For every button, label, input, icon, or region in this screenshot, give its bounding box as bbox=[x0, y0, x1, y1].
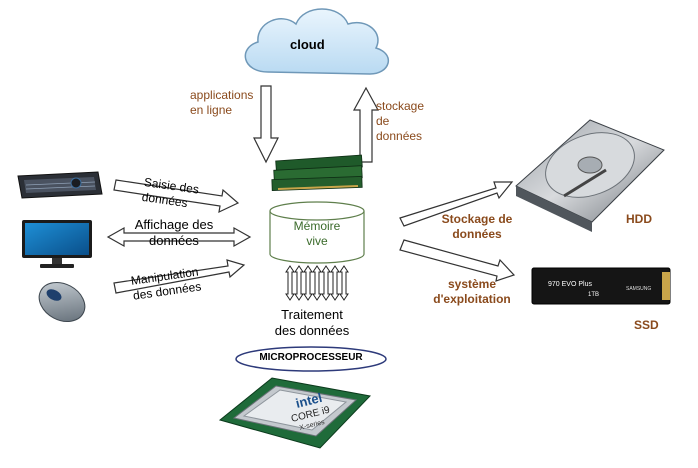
online-applications-arrow bbox=[253, 85, 279, 164]
cloud-icon bbox=[244, 8, 389, 75]
mouse-icon bbox=[38, 282, 86, 322]
hdd-label: HDD bbox=[626, 212, 652, 226]
cloud-label: cloud bbox=[290, 37, 325, 52]
ram-icon bbox=[271, 154, 363, 191]
processing-arrows bbox=[285, 265, 349, 301]
ssd-icon: 970 EVO Plus 1TB SAMSUNG bbox=[531, 267, 671, 305]
monitor-icon bbox=[22, 220, 92, 268]
cpu-icon: intel CORE i9 X-series bbox=[218, 377, 372, 449]
data-display-arrow bbox=[106, 226, 252, 248]
memory-label: Mémoire vive bbox=[293, 219, 341, 248]
ssd-capacity-text: 1TB bbox=[588, 292, 599, 298]
ssd-label: SSD bbox=[634, 318, 659, 332]
hdd-icon bbox=[515, 119, 665, 232]
cloud-storage-arrow bbox=[352, 86, 380, 163]
keyboard-icon bbox=[17, 171, 103, 199]
cpu-brand-text: intel bbox=[294, 390, 324, 411]
online-applications-label: applications en ligne bbox=[190, 88, 254, 117]
data-input-arrow bbox=[113, 179, 240, 214]
microprocessor-label: MICROPROCESSEUR bbox=[259, 352, 363, 363]
hdd-link-label: Stockage de données bbox=[441, 212, 513, 241]
ssd-model-text: 970 EVO Plus bbox=[548, 281, 592, 288]
cloud-storage-label: stockage de données bbox=[376, 99, 425, 143]
ssd-link-label: système d'exploitation bbox=[433, 277, 511, 306]
data-display-label: Affichage des données bbox=[134, 217, 214, 249]
data-processing-label: Traitement des données bbox=[274, 307, 350, 339]
memory-cylinder bbox=[269, 201, 365, 264]
ssd-brand-text: SAMSUNG bbox=[626, 286, 651, 292]
hdd-storage-arrow bbox=[399, 181, 514, 227]
ssd-os-arrow bbox=[399, 239, 516, 282]
microprocessor-label-ellipse bbox=[235, 346, 387, 372]
data-manipulation-arrow bbox=[113, 259, 246, 294]
